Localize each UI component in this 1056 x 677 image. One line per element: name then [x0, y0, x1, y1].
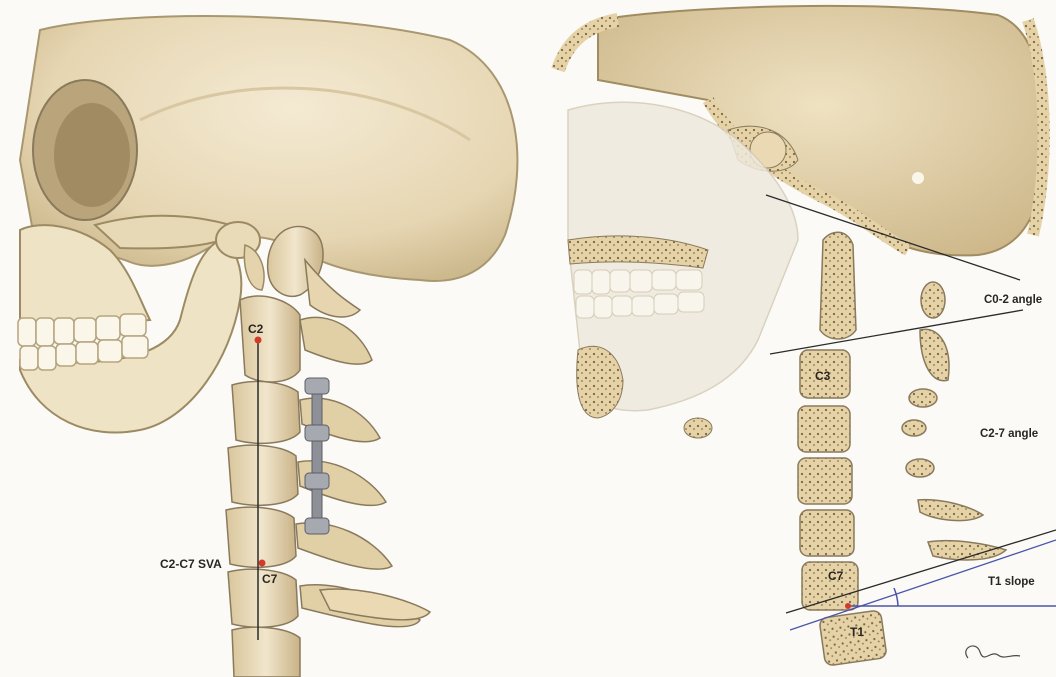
t1-marker [845, 603, 851, 609]
c0-2-line-lower [770, 310, 1023, 354]
left-panel-skull-illustration: C2 C7 C2-C7 SVA [0, 0, 528, 677]
label-c0-2-angle: C0-2 angle [984, 294, 1042, 306]
label-c2-c7-sva: C2-C7 SVA [160, 557, 222, 571]
label-c7: C7 [262, 572, 278, 586]
posterior-elements [902, 282, 1006, 560]
label-c2: C2 [248, 322, 264, 336]
label-t1: T1 [850, 625, 864, 639]
label-c3: C3 [815, 369, 831, 383]
label-t1-slope: T1 slope [988, 576, 1035, 588]
artist-signature [966, 646, 1020, 658]
c2-centroid-marker [255, 337, 262, 344]
label-c7-right: C7 [828, 569, 844, 583]
vertebral-bodies [798, 232, 887, 666]
cervical-spine [226, 226, 430, 677]
right-panel-sagittal-illustration: C3 C7 T1 C0-2 angle C2-7 angle T1 slope [528, 0, 1056, 677]
t1-slope-arc [894, 588, 898, 606]
label-c2-7-angle: C2-7 angle [980, 428, 1038, 440]
c7-marker [259, 560, 266, 567]
